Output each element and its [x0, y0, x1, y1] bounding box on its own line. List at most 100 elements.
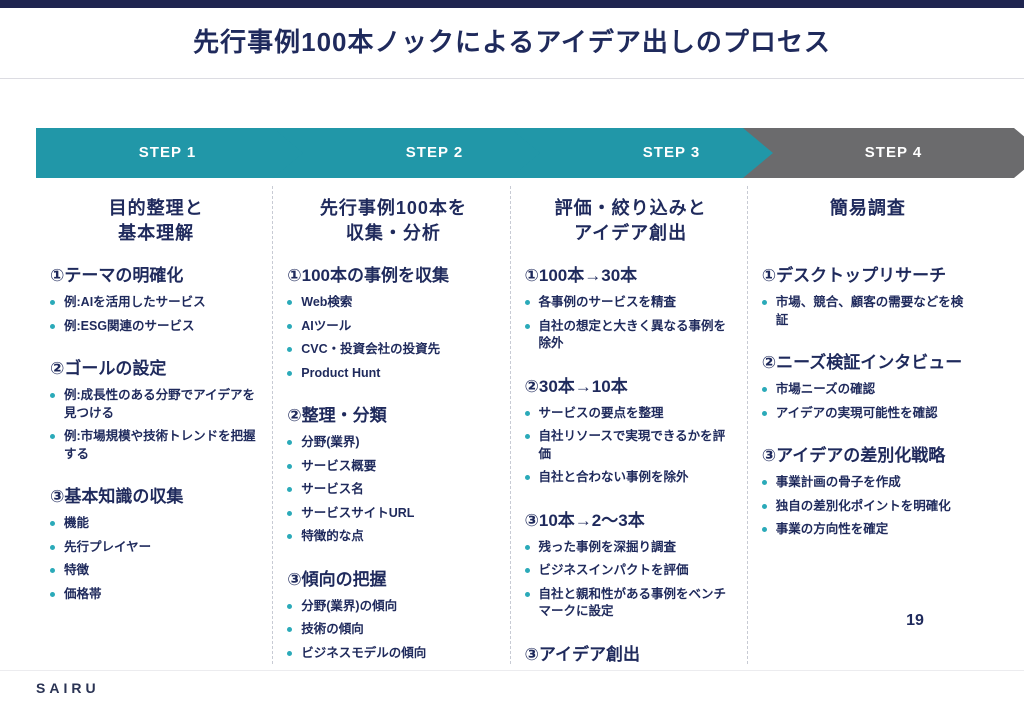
column-step-2: 先行事例100本を 収集・分析 ①100本の事例を収集 Web検索 AIツール …: [272, 186, 509, 664]
bullet-dot-icon: [287, 440, 293, 445]
section: ③アイデア創出: [525, 643, 737, 667]
bullet-dot-icon: [524, 410, 530, 416]
section-heading: ②整理・分類: [287, 406, 387, 425]
step-1-arrow: STEP 1: [36, 128, 329, 178]
list-item-text: 自社リソースで実現できるかを評価: [538, 429, 726, 461]
list-item-text: AIツール: [301, 318, 352, 333]
list-item-text: 例:AIを活用したサービス: [64, 295, 206, 309]
list-item-text: 先行プレイヤー: [64, 539, 152, 554]
bullet-list: 各事例のサービスを精査 自社の想定と大きく異なる事例を除外: [524, 294, 737, 353]
bullet-dot-icon: [50, 393, 55, 398]
bullet-list: サービスの要点を整理 自社リソースで実現できるかを評価 自社と合わない事例を除外: [524, 405, 737, 487]
list-item-text: 分野(業界): [301, 435, 360, 449]
column-step-4: 簡易調査 ①デスクトップリサーチ 市場、競合、顧客の需要などを検証 ②ニーズ検証…: [746, 186, 984, 664]
list-item-text: ビジネスインパクトを評価: [538, 563, 689, 577]
list-item: 例:AIを活用したサービス: [50, 294, 262, 312]
section: ②30本→10本 サービスの要点を整理 自社リソースで実現できるかを評価 自社と…: [524, 375, 737, 487]
list-item-text: 例:市場規模や技術トレンドを把握する: [64, 429, 256, 461]
section: ②整理・分類 分野(業界) サービス概要 サービス名 サービスサイトURL 特徴…: [287, 404, 499, 546]
section-heading: ②ニーズ検証インタビュー: [761, 353, 963, 372]
list-item-text: 自社の想定と大きく異なる事例を除外: [538, 318, 727, 351]
section: ②ゴールの設定 例:成長性のある分野でアイデアを見つける 例:市場規模や技術トレ…: [50, 357, 262, 463]
section: ①テーマの明確化 例:AIを活用したサービス 例:ESG関連のサービス: [50, 264, 262, 335]
list-item-text: Product Hunt: [301, 365, 381, 380]
list-item-text: サービス概要: [301, 458, 377, 473]
section: ①100本の事例を収集 Web検索 AIツール CVC・投資会社の投資先 Pro…: [287, 264, 499, 382]
list-item: ビジネスモデルの傾向: [287, 645, 499, 663]
bullet-dot-icon: [524, 323, 530, 329]
list-item-text: 分野(業界)の傾向: [301, 598, 398, 613]
bullet-dot-icon: [524, 475, 530, 480]
section: ③傾向の把握 分野(業界)の傾向 技術の傾向 ビジネスモデルの傾向: [287, 568, 499, 663]
sairu-logo: SAIRU: [36, 680, 100, 696]
list-item-text: Web検索: [301, 295, 353, 309]
list-item: 事業計画の骨子を作成: [761, 474, 974, 492]
step-2-label: STEP 2: [405, 143, 464, 161]
list-item: 自社リソースで実現できるかを評価: [524, 428, 737, 463]
step-1-label: STEP 1: [138, 143, 197, 161]
bullet-dot-icon: [287, 463, 293, 469]
page-title: 先行事例100本ノックによるアイデア出しのプロセス: [193, 27, 831, 57]
list-item: サービスの要点を整理: [524, 405, 737, 423]
column-step-1: 目的整理と 基本理解 ①テーマの明確化 例:AIを活用したサービス 例:ESG関…: [36, 186, 272, 664]
bullet-dot-icon: [50, 323, 55, 329]
list-item: アイデアの実現可能性を確認: [761, 405, 974, 423]
list-item: 例:成長性のある分野でアイデアを見つける: [50, 387, 262, 422]
bullet-dot-icon: [287, 323, 293, 329]
section-heading: ③アイデア創出: [524, 644, 641, 664]
bullet-dot-icon: [287, 300, 293, 305]
bullet-dot-icon: [287, 650, 293, 656]
footer-divider: [0, 670, 1024, 671]
bullet-dot-icon: [50, 568, 55, 573]
bullet-dot-icon: [287, 603, 293, 609]
list-item: 例:ESG関連のサービス: [50, 318, 262, 336]
bullet-dot-icon: [50, 434, 55, 439]
section-heading: ①100本→30本: [524, 266, 638, 285]
bullet-dot-icon: [50, 521, 55, 526]
list-item-text: 例:ESG関連のサービス: [64, 318, 195, 333]
list-item: 価格帯: [50, 586, 262, 604]
list-item-text: 価格帯: [64, 586, 102, 601]
bullet-list: 例:成長性のある分野でアイデアを見つける 例:市場規模や技術トレンドを把握する: [50, 387, 262, 463]
bullet-dot-icon: [524, 300, 530, 305]
list-item: AIツール: [287, 318, 499, 336]
bullet-list: 事業計画の骨子を作成 独自の差別化ポイントを明確化 事業の方向性を確定: [761, 474, 974, 539]
bullet-dot-icon: [761, 480, 767, 485]
list-item: 自社の想定と大きく異なる事例を除外: [524, 318, 737, 353]
bullet-dot-icon: [287, 534, 293, 539]
step-3-label: STEP 3: [642, 143, 701, 161]
bullet-dot-icon: [50, 544, 55, 550]
list-item-text: 特徴: [64, 563, 90, 577]
list-item: 技術の傾向: [287, 621, 499, 639]
bullet-dot-icon: [761, 527, 767, 532]
columns-container: 目的整理と 基本理解 ①テーマの明確化 例:AIを活用したサービス 例:ESG関…: [36, 186, 984, 664]
list-item: 市場ニーズの確認: [761, 381, 974, 399]
bullet-list: 残った事例を深掘り調査 ビジネスインパクトを評価 自社と親和性がある事例をベンチ…: [524, 539, 737, 621]
list-item: Web検索: [287, 294, 499, 312]
step-4-label: STEP 4: [864, 143, 923, 161]
section-heading: ②30本→10本: [524, 376, 628, 396]
bullet-dot-icon: [287, 347, 293, 352]
list-item-text: アイデアの実現可能性を確認: [775, 405, 938, 420]
list-item: 先行プレイヤー: [50, 539, 262, 557]
bullet-list: Web検索 AIツール CVC・投資会社の投資先 Product Hunt: [287, 294, 499, 382]
section: ①デスクトップリサーチ 市場、競合、顧客の需要などを検証: [761, 264, 974, 329]
list-item: 市場、競合、顧客の需要などを検証: [761, 294, 974, 329]
bullet-dot-icon: [761, 300, 767, 305]
section: ③基本知識の収集 機能 先行プレイヤー 特徴 価格帯: [50, 485, 262, 603]
list-item-text: CVC・投資会社の投資先: [301, 342, 441, 356]
list-item: 自社と合わない事例を除外: [524, 469, 737, 487]
column-step-3: 評価・絞り込みと アイデア創出 ①100本→30本 各事例のサービスを精査 自社…: [509, 186, 747, 667]
list-item: 分野(業界): [287, 434, 499, 452]
list-item-text: 自社と親和性がある事例をベンチマークに設定: [538, 586, 727, 619]
bullet-dot-icon: [524, 544, 530, 550]
list-item: 特徴的な点: [287, 528, 499, 546]
section-heading: ①テーマの明確化: [50, 266, 184, 285]
list-item: 例:市場規模や技術トレンドを把握する: [50, 428, 262, 463]
title-divider: [0, 78, 1024, 79]
list-item: サービス名: [287, 481, 499, 499]
list-item-text: 例:成長性のある分野でアイデアを見つける: [64, 388, 256, 420]
list-item: Product Hunt: [287, 365, 499, 383]
bullet-list: 市場、競合、顧客の需要などを検証: [761, 294, 974, 329]
